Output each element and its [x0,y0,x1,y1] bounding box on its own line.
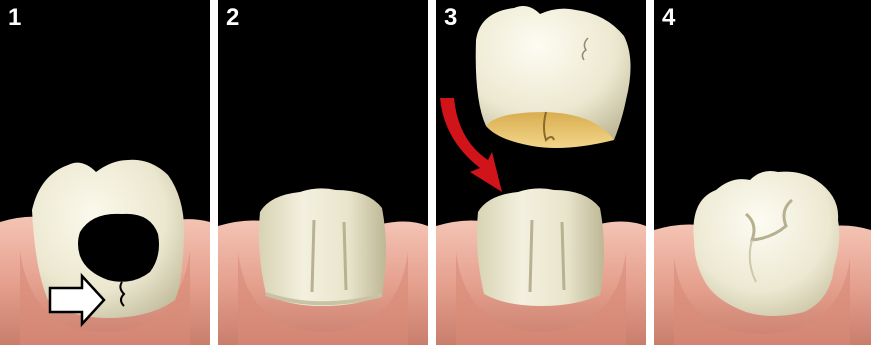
restored-tooth [693,171,839,316]
step-1-number: 1 [8,4,21,32]
step-2-panel: 2 [218,0,428,345]
prepared-tooth [259,188,386,306]
step-4-number: 4 [662,4,675,32]
groove-line [530,220,532,292]
step-4-illustration [654,0,871,345]
step-2-number: 2 [226,4,239,32]
step-4-panel: 4 [654,0,871,345]
groove-line [312,220,314,292]
step-1-illustration [0,0,210,345]
groove-line [344,222,346,290]
prepared-tooth [477,188,604,306]
step-3-panel: 3 [436,0,646,345]
step-3-illustration [436,0,646,345]
step-3-number: 3 [444,4,457,32]
step-1-panel: 1 [0,0,210,345]
step-2-illustration [218,0,428,345]
groove-line [562,222,564,290]
